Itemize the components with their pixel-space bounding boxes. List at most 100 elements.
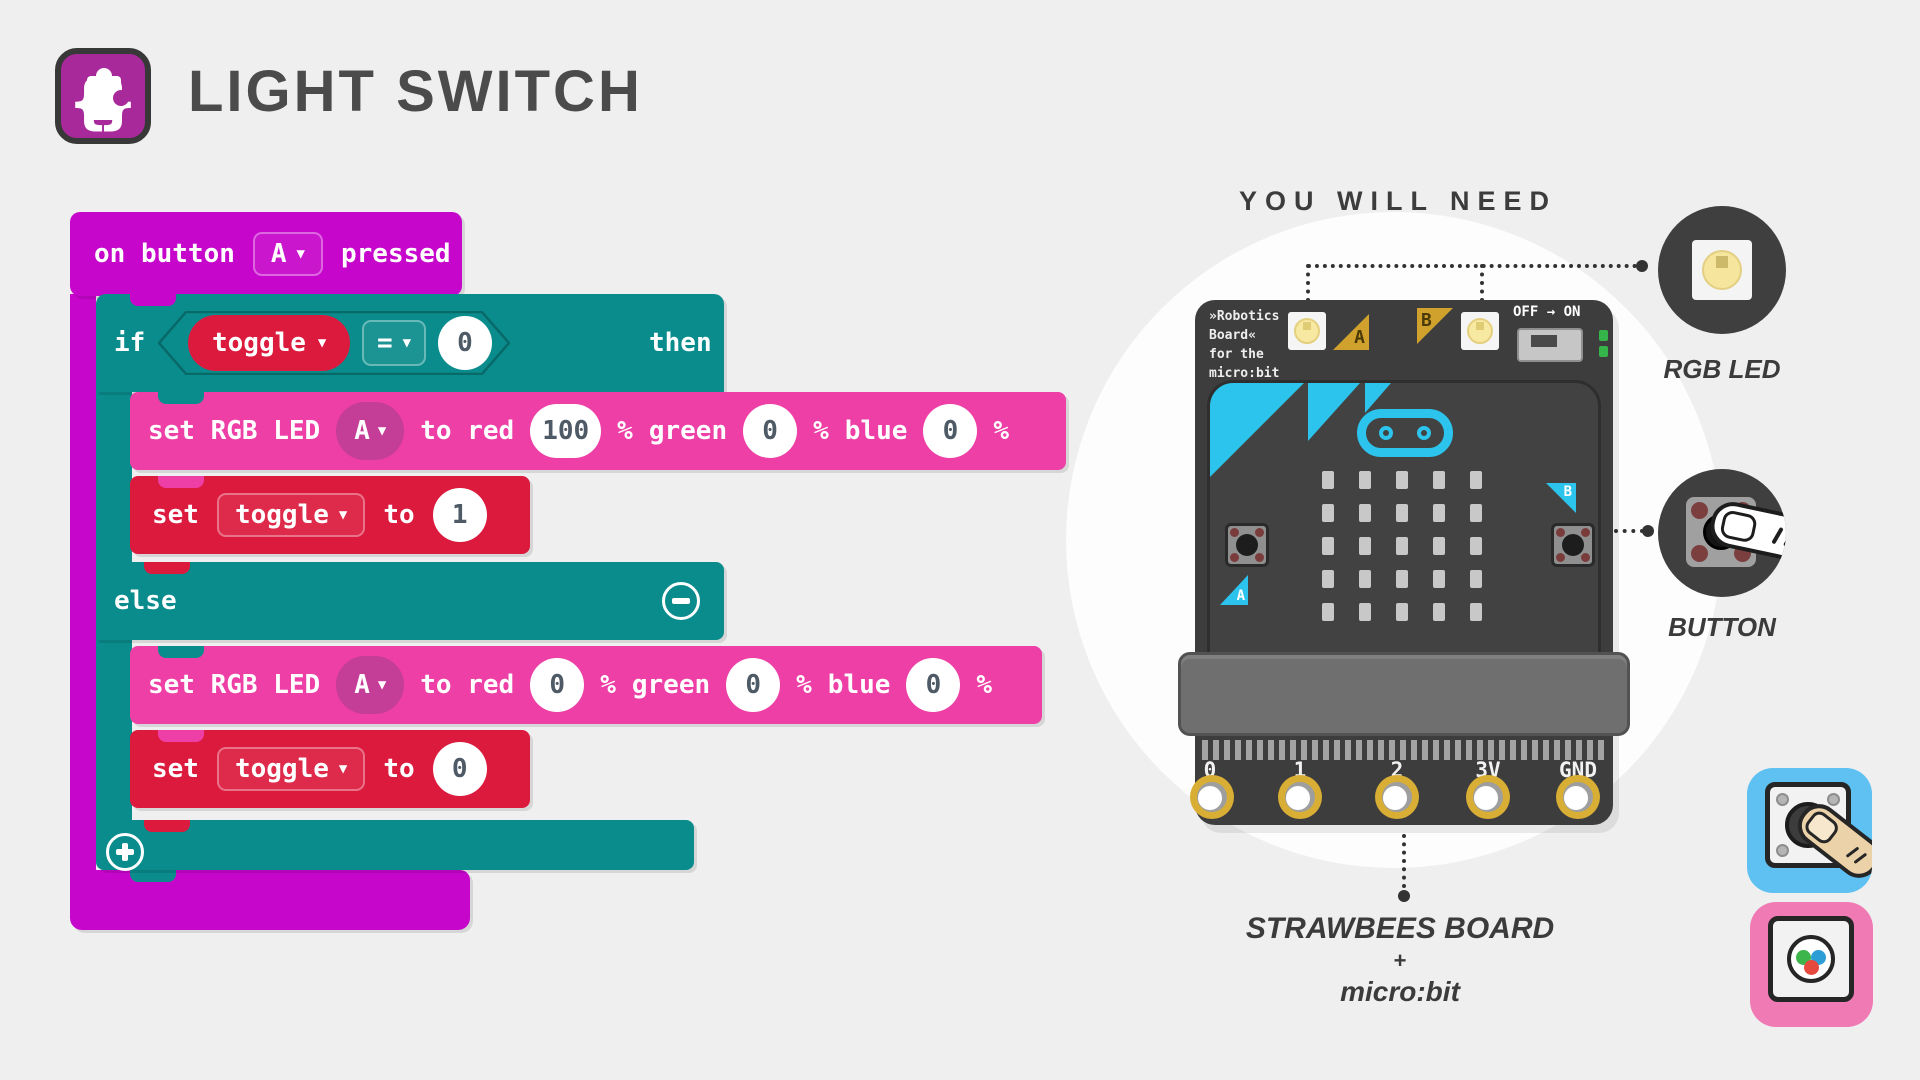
blue-value-field[interactable]: 0	[923, 404, 978, 458]
condition-hexagon	[158, 311, 510, 375]
block-label: green	[631, 670, 711, 700]
chevron-down-icon: ▼	[338, 761, 348, 777]
value-field[interactable]: 0	[438, 316, 492, 370]
pin-pad	[1278, 775, 1322, 819]
button-item-label: BUTTON	[1668, 612, 1776, 642]
block-label: set RGB LED	[148, 416, 321, 446]
green-value-field[interactable]: 0	[743, 404, 798, 458]
port-a-marker: A	[1333, 314, 1369, 350]
notch	[144, 562, 190, 574]
connector-line	[1614, 529, 1644, 533]
rgb-led-item-circle	[1658, 206, 1786, 334]
set-rgb-led-block-off[interactable]: set RGB LED A ▼ to red 0 % green 0 % blu…	[130, 646, 1042, 724]
port-dropdown[interactable]: A ▼	[336, 656, 405, 714]
puzzle-piece-icon	[87, 68, 129, 120]
chevron-down-icon: ▼	[402, 335, 412, 351]
rgb-led-item-label: RGB LED	[1663, 354, 1781, 384]
microbit: A B	[1207, 380, 1601, 680]
pin-pad	[1556, 775, 1600, 819]
if-then-block[interactable]: if toggle ▼ = ▼ 0 then	[96, 294, 724, 392]
board-silkscreen-text: »Robotics Board« for the micro:bit	[1209, 309, 1280, 381]
else-block[interactable]: else	[96, 562, 724, 640]
block-label: on button	[94, 239, 235, 269]
red-value-field[interactable]: 100	[530, 404, 602, 458]
block-label: %	[813, 416, 829, 446]
block-label: blue	[844, 416, 908, 446]
notch	[144, 820, 190, 832]
connector-line	[1480, 264, 1484, 302]
edge-connector	[1202, 740, 1606, 760]
power-switch-label: OFF → ON	[1513, 304, 1581, 320]
board-slot-bar	[1178, 652, 1630, 736]
block-label: %	[796, 670, 812, 700]
board-rgb-led-a	[1288, 312, 1326, 350]
set-toggle-block-off[interactable]: set toggle ▼ to 0	[130, 730, 530, 808]
button-b-marker: B	[1546, 483, 1576, 513]
set-toggle-block-on[interactable]: set toggle ▼ to 1	[130, 476, 530, 554]
red-value-field[interactable]: 0	[530, 658, 585, 712]
blue-value-field[interactable]: 0	[906, 658, 961, 712]
caption-line: micro:bit	[1340, 976, 1460, 1007]
connector-dot	[1398, 890, 1410, 902]
page-title: LIGHT SWITCH	[188, 59, 643, 124]
block-label: %	[600, 670, 616, 700]
power-led	[1599, 346, 1608, 357]
connector-line	[1402, 834, 1406, 888]
set-rgb-led-block-on[interactable]: set RGB LED A ▼ to red 100 % green 0 % b…	[130, 392, 1066, 470]
collapse-minus-button[interactable]	[662, 582, 700, 620]
rgb-led-icon	[1692, 240, 1752, 300]
notch	[158, 392, 204, 404]
variable-dropdown[interactable]: toggle ▼	[216, 747, 366, 791]
caption-line: STRAWBEES BOARD	[1245, 912, 1555, 945]
button-item-circle	[1658, 469, 1786, 597]
connector-line	[1306, 264, 1310, 302]
notch	[158, 476, 204, 488]
you-will-need-heading: YOU WILL NEED	[1238, 186, 1557, 216]
microbit-button-a[interactable]	[1225, 523, 1269, 567]
button-dropdown[interactable]: A ▼	[252, 232, 323, 276]
block-label: pressed	[340, 239, 451, 269]
led-matrix	[1322, 471, 1482, 621]
pin-pad	[1375, 775, 1419, 819]
microbit-button-b[interactable]	[1551, 523, 1595, 567]
block-label: green	[648, 416, 728, 446]
board-caption: STRAWBEES BOARD + micro:bit	[1165, 912, 1635, 1008]
expand-plus-button[interactable]	[106, 833, 144, 871]
block-label: to red	[420, 670, 515, 700]
green-value-field[interactable]: 0	[726, 658, 781, 712]
on-button-pressed-block[interactable]: on button A ▼ pressed	[70, 212, 462, 296]
block-label: to	[383, 754, 415, 784]
block-label: %	[617, 416, 633, 446]
microbit-logo-icon	[1357, 409, 1453, 457]
decor-triangle	[1210, 383, 1304, 477]
block-label: to	[383, 500, 415, 530]
chevron-down-icon: ▼	[338, 507, 348, 523]
block-label: set	[152, 500, 199, 530]
connector-dot	[1636, 260, 1648, 272]
notch	[130, 870, 176, 882]
block-label: set RGB LED	[148, 670, 321, 700]
port-b-marker: B	[1417, 308, 1453, 344]
block-label: %	[976, 670, 993, 700]
value-field[interactable]: 0	[432, 742, 487, 796]
connector-dot	[1642, 525, 1654, 537]
value-field[interactable]: 1	[432, 488, 487, 542]
port-dropdown[interactable]: A ▼	[336, 402, 405, 460]
button-tile-icon	[1747, 768, 1872, 893]
power-led	[1599, 330, 1608, 341]
chevron-down-icon: ▼	[377, 677, 387, 693]
block-label: %	[993, 416, 1010, 446]
block-label: set	[152, 754, 199, 784]
connector-line	[1307, 264, 1637, 268]
if-block-bottom	[96, 820, 694, 871]
operator-dropdown[interactable]: = ▼	[362, 320, 426, 366]
variable-dropdown[interactable]: toggle ▼	[216, 493, 366, 537]
then-keyword: then	[649, 328, 712, 358]
power-switch[interactable]	[1517, 328, 1583, 362]
variable-dropdown-toggle[interactable]: toggle ▼	[188, 315, 351, 371]
pin-pad	[1466, 775, 1510, 819]
pin-pad	[1190, 775, 1234, 819]
button-a-marker: A	[1220, 575, 1248, 605]
notch	[130, 294, 176, 306]
chevron-down-icon: ▼	[317, 335, 327, 351]
